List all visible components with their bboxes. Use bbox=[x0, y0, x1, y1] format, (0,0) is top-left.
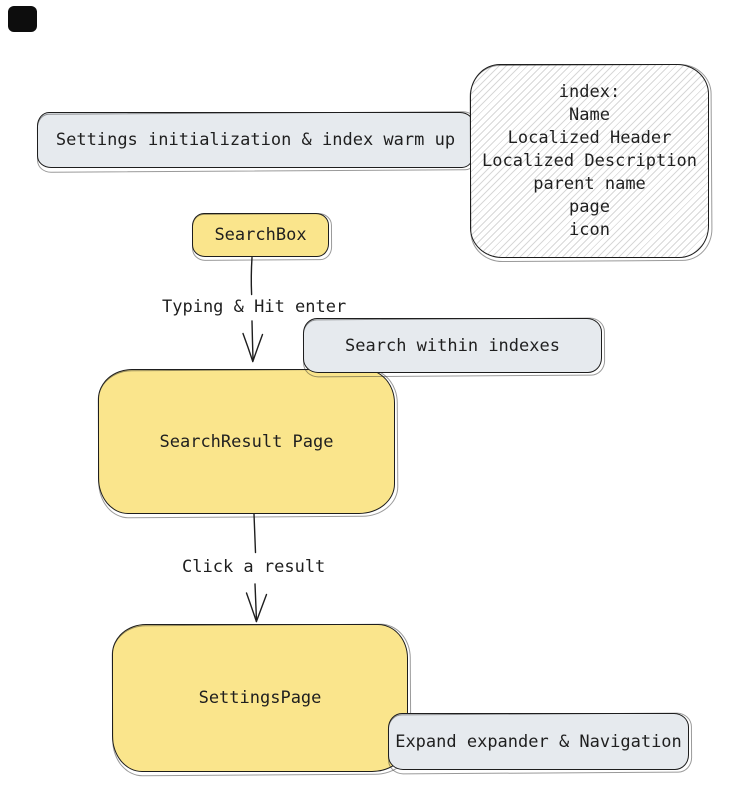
index-note-line: page bbox=[569, 196, 610, 217]
click-result-arrow bbox=[245, 513, 268, 623]
settings-page-node: SettingsPage bbox=[112, 624, 408, 772]
index-note-line: index: bbox=[558, 81, 621, 102]
searchbox-node: SearchBox bbox=[192, 213, 329, 257]
searchbox-label: SearchBox bbox=[214, 225, 307, 245]
search-result-page-node: SearchResult Page bbox=[98, 369, 395, 514]
settings-initialization-node: Settings initialization & index warm up bbox=[37, 112, 474, 168]
settings-page-label: SettingsPage bbox=[198, 688, 322, 708]
click-a-result-label: Click a result bbox=[182, 557, 326, 577]
index-note-line: parent name bbox=[533, 173, 646, 194]
typing-hit-enter-label: Typing & Hit enter bbox=[162, 297, 347, 317]
search-within-indexes-label: Search within indexes bbox=[345, 335, 560, 356]
search-within-indexes-node: Search within indexes bbox=[303, 318, 602, 373]
index-note-line: Localized Header bbox=[507, 127, 672, 148]
expand-expander-navigation-label: Expand expander & Navigation bbox=[395, 731, 682, 752]
typing-arrow bbox=[242, 256, 264, 363]
index-note-line: icon bbox=[569, 219, 610, 240]
index-note-line: Localized Description bbox=[482, 150, 697, 171]
index-fields-note: index: Name Localized Header Localized D… bbox=[470, 64, 709, 258]
search-result-page-label: SearchResult Page bbox=[159, 431, 334, 452]
settings-initialization-label: Settings initialization & index warm up bbox=[55, 130, 456, 150]
index-note-line: Name bbox=[569, 104, 610, 125]
corner-mark bbox=[8, 6, 37, 32]
expand-expander-navigation-node: Expand expander & Navigation bbox=[388, 713, 689, 770]
